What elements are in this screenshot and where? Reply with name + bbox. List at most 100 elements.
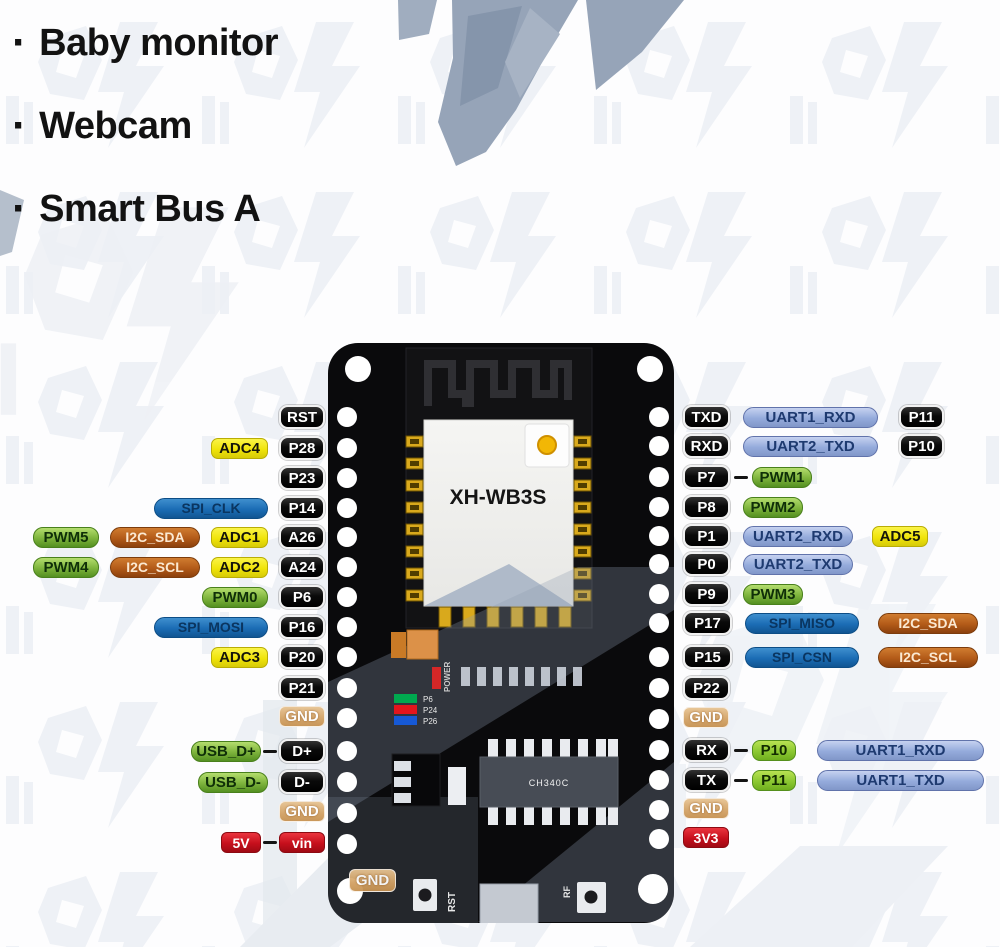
pin-pill-adc5: ADC5 — [872, 525, 928, 547]
pin-pill-rst: RST — [279, 405, 325, 429]
rf-button — [577, 882, 606, 913]
pin-pill-uart2-rxd: UART2_RXD — [743, 525, 853, 547]
pin-pill-p9: P9 — [683, 582, 730, 606]
pin-pill-p6: P6 — [279, 585, 325, 609]
led-label-p26: P26 — [423, 717, 438, 726]
pin-holes — [337, 356, 669, 904]
pin-row: USB_D+D+ — [191, 739, 325, 763]
pin-pill-rx: RX — [683, 738, 730, 762]
pin-pill-spi-csn: SPI_CSN — [745, 646, 859, 668]
pin-pill-txd: TXD — [683, 405, 730, 429]
module-name-label: XH-WB3S — [450, 486, 547, 509]
pin-row: USB_D- D- — [198, 770, 325, 794]
board-gnd-pad-label: GND — [349, 869, 396, 892]
pin-pill-p23: P23 — [279, 466, 325, 490]
pin-pill-p11: P11 — [899, 405, 944, 429]
pin-pill-p14: P14 — [279, 496, 325, 520]
capacitor — [391, 632, 406, 658]
pin-pill-adc4: ADC4 — [211, 437, 268, 459]
pin-row: ADC3 P20 — [211, 645, 325, 669]
pin-row: GND — [279, 801, 325, 822]
pin-row: P1 UART2_RXD ADC5 — [683, 524, 928, 548]
application-item: ·Smart Bus A — [12, 184, 261, 233]
pin-pill-pwm5: PWM5 — [33, 526, 99, 548]
pin-row: RST — [279, 405, 325, 429]
pin-row: GND — [683, 798, 729, 819]
pin-pill-3v3: 3V3 — [683, 827, 729, 848]
pin-pill-d-: D- — [279, 770, 325, 794]
pin-pill-adc3: ADC3 — [211, 646, 268, 668]
pin-pill-uart1-rxd: UART1_RXD — [817, 739, 984, 761]
pin-row: P17 SPI_MISO I2C_SDA — [683, 611, 978, 635]
pin-pill-i2c-sda: I2C_SDA — [878, 612, 978, 634]
pin-pill-5v: 5V — [221, 832, 261, 853]
pin-pill-usb-d-: USB_D- — [198, 771, 268, 793]
pin-row: P9 PWM3 — [683, 582, 803, 606]
pin-pill-i2c-scl: I2C_SCL — [110, 556, 200, 578]
application-item: ·Webcam — [12, 101, 192, 150]
pin-row: P23 — [279, 466, 325, 490]
pin-pill-p28: P28 — [279, 436, 325, 460]
led-label-p6: P6 — [423, 695, 433, 704]
rf-button-label: RF — [562, 886, 572, 898]
pin-row: SPI_MOSI P16 — [154, 615, 325, 639]
watermark-large-logo — [398, 0, 684, 166]
pin-row: 3V3 — [683, 827, 729, 848]
connector-dash — [734, 475, 748, 479]
pcb-antenna — [424, 360, 572, 406]
pin-pill-p15: P15 — [683, 645, 732, 669]
pin-pill-p1: P1 — [683, 524, 730, 548]
pin-pill-uart1-rxd: UART1_RXD — [743, 406, 878, 428]
pin-row: TX P11 UART1_TXD — [683, 768, 984, 792]
pin-row: P8 PWM2 — [683, 495, 803, 519]
pin-pill-vin: vin — [279, 832, 325, 853]
pin-row: ADC4 P28 — [211, 436, 325, 460]
pin-pill-i2c-scl: I2C_SCL — [878, 646, 978, 668]
pin-pill-uart2-txd: UART2_TXD — [743, 435, 878, 457]
pin-pill-p16: P16 — [279, 615, 325, 639]
module-pads — [405, 435, 592, 628]
reset-button-label: RST — [447, 892, 458, 912]
pin-pill-p11: P11 — [752, 769, 796, 791]
pin-pill-a24: A24 — [279, 555, 325, 579]
pin-row: P22 — [683, 676, 730, 700]
pin-pill-gnd: GND — [683, 798, 729, 819]
pin-pill-rxd: RXD — [683, 434, 730, 458]
application-label: Webcam — [39, 104, 192, 147]
application-item: ·Baby monitor — [12, 18, 279, 67]
pin-pill-spi-miso: SPI_MISO — [745, 612, 859, 634]
header-pads — [461, 667, 582, 686]
pin-pill-gnd: GND — [683, 707, 729, 728]
dev-board: POWER P6 P24 P26 — [328, 343, 674, 923]
pin-pill-p20: P20 — [279, 645, 325, 669]
pin-pill-p21: P21 — [279, 676, 325, 700]
pin-row: GND — [683, 707, 729, 728]
pin-pill-tx: TX — [683, 768, 730, 792]
pin-pill-pwm3: PWM3 — [743, 583, 803, 605]
pin-pill-a26: A26 — [279, 525, 325, 549]
pin-pill-p8: P8 — [683, 495, 730, 519]
pin-pill-usb-d-: USB_D+ — [191, 740, 261, 762]
regulator — [391, 753, 466, 807]
application-list: ·Baby monitor ·Webcam ·Smart Bus A — [12, 14, 279, 263]
pin-pill-p22: P22 — [683, 676, 730, 700]
pin-pill-p17: P17 — [683, 611, 732, 635]
module-led — [537, 435, 557, 455]
pin-pill-p10: P10 — [899, 434, 944, 458]
connector-dash — [734, 748, 748, 752]
pin-pill-i2c-sda: I2C_SDA — [110, 526, 200, 548]
usb-serial-chip: CH340C — [479, 739, 619, 825]
pin-pill-uart1-txd: UART1_TXD — [817, 769, 984, 791]
pin-pill-adc2: ADC2 — [211, 556, 268, 578]
usb-chip-label: CH340C — [529, 778, 570, 788]
application-label: Baby monitor — [39, 21, 279, 64]
pin-pill-pwm2: PWM2 — [743, 496, 803, 518]
pin-pill-spi-mosi: SPI_MOSI — [154, 616, 268, 638]
pin-row: P15 SPI_CSN I2C_SCL — [683, 645, 978, 669]
usb-connector — [479, 883, 539, 923]
